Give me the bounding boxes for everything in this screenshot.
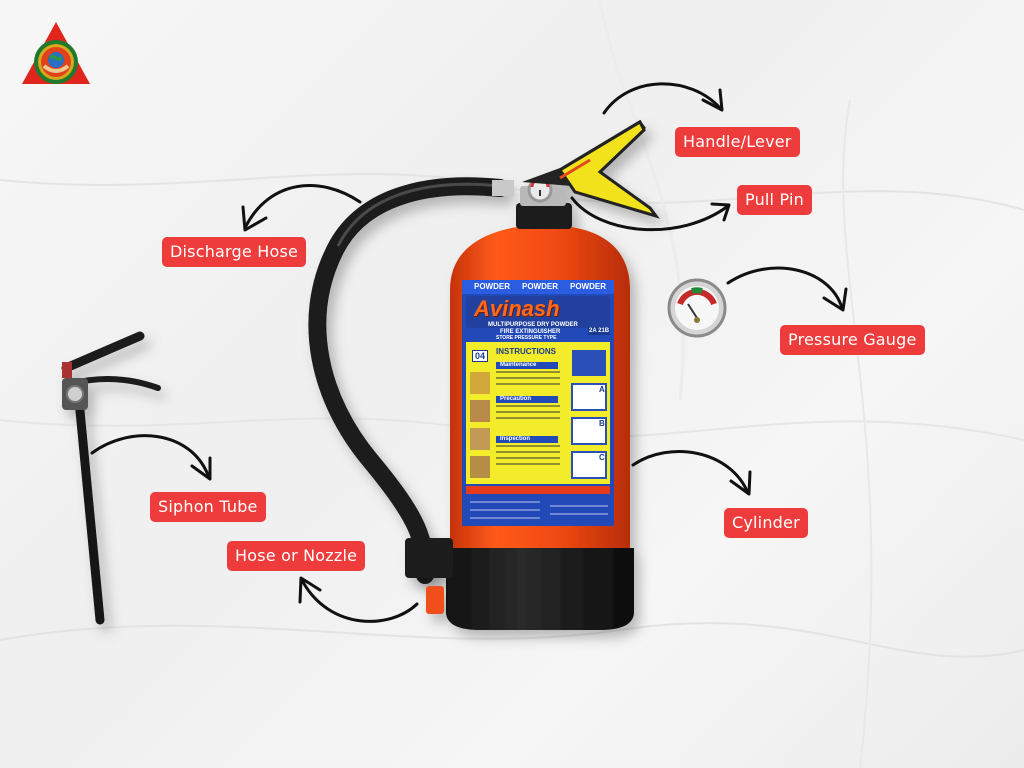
- fire-class-b: B: [599, 419, 605, 428]
- brand-name: Avinash: [474, 296, 560, 321]
- band-text: POWDER: [522, 282, 558, 291]
- label-pull-pin: Pull Pin: [737, 185, 812, 215]
- section-inspection: Inspection: [500, 436, 531, 442]
- fire-class-c: C: [599, 453, 605, 462]
- organization-logo: [22, 22, 90, 84]
- fire-class-a: A: [599, 385, 605, 394]
- arrow-pressure-gauge: [726, 266, 844, 310]
- handle-lever: [557, 119, 660, 219]
- arrow-cylinder: [631, 450, 750, 495]
- band-text: POWDER: [474, 282, 510, 291]
- section-maintenance: Maintenance: [500, 362, 537, 368]
- nozzle: [426, 586, 444, 614]
- arrow-handle-lever: [602, 82, 722, 115]
- label-discharge-hose: Discharge Hose: [162, 237, 307, 267]
- rating: 2A 21B: [588, 327, 611, 335]
- product-line3: STORE PRESSURE TYPE: [496, 335, 557, 341]
- section-precaution: Precaution: [500, 396, 532, 402]
- label-handle-lever: Handle/Lever: [675, 127, 800, 157]
- cylinder-base: [446, 548, 634, 630]
- siphon-tube-assembly: [61, 331, 161, 625]
- label-pressure-gauge: Pressure Gauge: [780, 325, 925, 355]
- band-text: POWDER: [570, 282, 606, 291]
- arrow-siphon-tube: [90, 434, 210, 477]
- instructions-heading: INSTRUCTIONS: [496, 347, 556, 356]
- pressure-gauge-illustration: [667, 278, 727, 338]
- arrow-discharge-hose: [244, 184, 362, 228]
- arrow-pull-pin: [570, 196, 730, 232]
- product-line2: FIRE EXTINGUISHER: [500, 329, 561, 335]
- capacity-value: 04: [472, 350, 489, 362]
- arrow-hose-or-nozzle: [301, 580, 419, 623]
- discharge-hose: [308, 177, 509, 584]
- product-line1: MULTIPURPOSE DRY POWDER: [488, 322, 578, 328]
- label-cylinder: Cylinder: [724, 508, 808, 538]
- label-siphon-tube: Siphon Tube: [150, 492, 266, 522]
- label-hose-or-nozzle: Hose or Nozzle: [227, 541, 366, 571]
